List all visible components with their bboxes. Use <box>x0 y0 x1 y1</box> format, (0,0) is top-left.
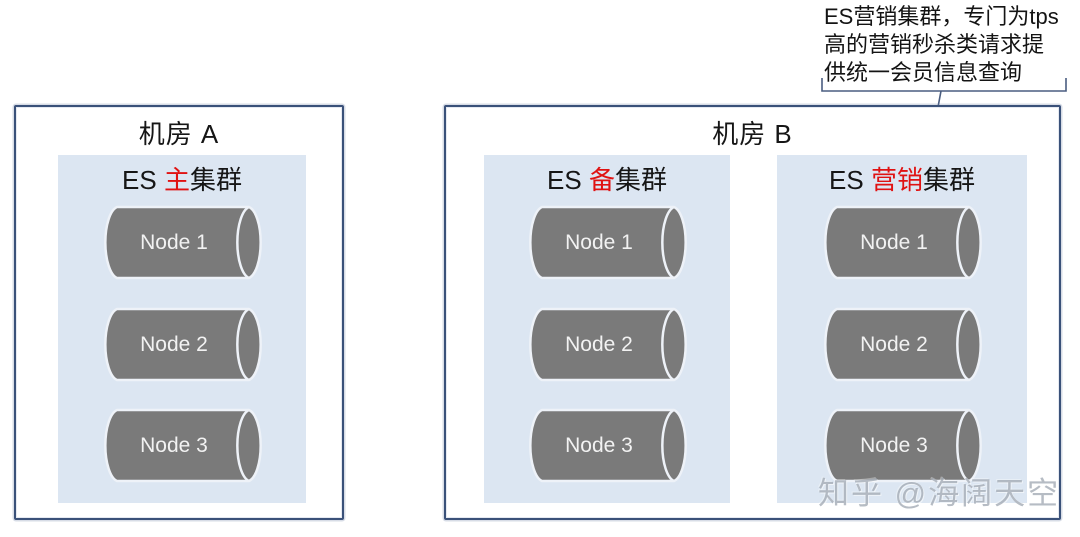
annotation-line: ES营销集群，专门为tps <box>824 4 1059 29</box>
node-cylinder: Node 1 <box>101 205 263 280</box>
node-label: Node 3 <box>140 433 208 457</box>
cluster-title-highlight: 营销 <box>870 165 923 195</box>
annotation-line: 高的营销秒杀类请求提 <box>824 32 1045 57</box>
cluster-title-prefix: ES <box>829 165 871 195</box>
node-label: Node 1 <box>565 230 633 254</box>
node-cylinder: Node 3 <box>526 408 688 483</box>
node-label: Node 2 <box>140 332 208 356</box>
cluster-es-backup-title: ES 备集群 <box>484 160 730 197</box>
room-b-box: 机房 B ES 备集群 Node 1 Node 2 Node 3 ES 营销集群 <box>444 105 1061 520</box>
cluster-es-backup: ES 备集群 Node 1 Node 2 Node 3 <box>484 155 730 503</box>
node-cylinder: Node 2 <box>101 307 263 382</box>
node-cylinder: Node 2 <box>821 307 983 382</box>
node-label: Node 1 <box>860 230 928 254</box>
node-label: Node 3 <box>860 433 928 457</box>
node-cylinder: Node 1 <box>526 205 688 280</box>
node-label: Node 2 <box>860 332 928 356</box>
room-a-box: 机房 A ES 主集群 Node 1 Node 2 Node 3 <box>14 105 344 520</box>
cluster-title-suffix: 集群 <box>189 165 242 195</box>
cluster-es-marketing-title: ES 营销集群 <box>777 160 1027 197</box>
node-cylinder: Node 3 <box>821 408 983 483</box>
node-cylinder: Node 3 <box>101 408 263 483</box>
node-label: Node 2 <box>565 332 633 356</box>
annotation-note: ES营销集群，专门为tps 高的营销秒杀类请求提 供统一会员信息查询 <box>824 3 1074 87</box>
cluster-es-primary: ES 主集群 Node 1 Node 2 Node 3 <box>58 155 306 503</box>
cluster-title-highlight: 备 <box>588 165 615 195</box>
cluster-title-suffix: 集群 <box>922 165 975 195</box>
zhihu-watermark: 知乎 @海阔天空 <box>818 476 1061 511</box>
cluster-title-highlight: 主 <box>163 165 190 195</box>
node-cylinder: Node 2 <box>526 307 688 382</box>
node-label: Node 3 <box>565 433 633 457</box>
cluster-title-suffix: 集群 <box>614 165 667 195</box>
room-b-title: 机房 B <box>712 119 793 149</box>
annotation-line: 供统一会员信息查询 <box>824 60 1023 85</box>
cluster-title-prefix: ES <box>547 165 589 195</box>
room-a-title: 机房 A <box>138 119 220 149</box>
cluster-es-primary-title: ES 主集群 <box>58 160 306 197</box>
cluster-es-marketing: ES 营销集群 Node 1 Node 2 Node 3 <box>777 155 1027 503</box>
node-label: Node 1 <box>140 230 208 254</box>
cluster-title-prefix: ES <box>122 165 164 195</box>
node-cylinder: Node 1 <box>821 205 983 280</box>
